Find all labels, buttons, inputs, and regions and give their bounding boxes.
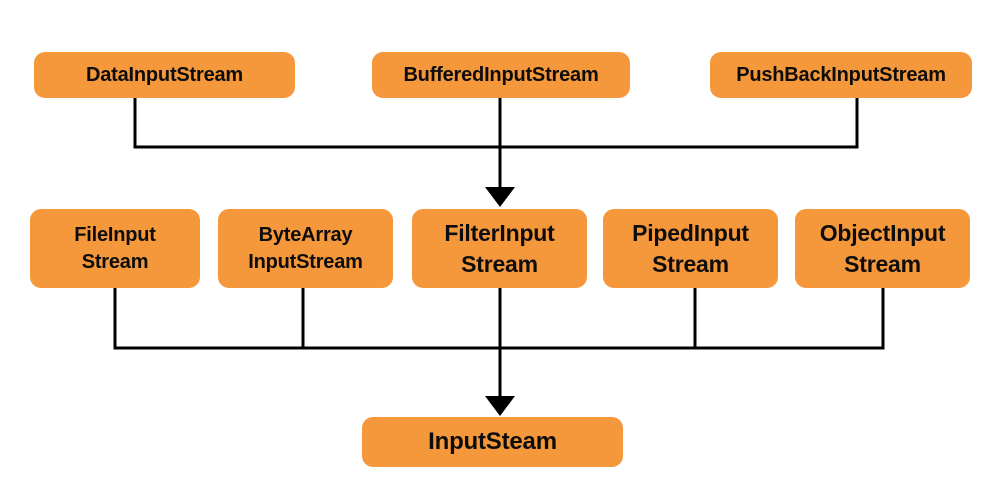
- node-label: BufferedInputStream: [403, 63, 599, 86]
- node-label-line2: Stream: [81, 250, 149, 273]
- node-byte-array-input-stream: ByteArray InputStream: [218, 209, 393, 288]
- node-input-steam: InputSteam: [362, 417, 623, 467]
- node-label-line2: InputStream: [248, 250, 363, 273]
- node-label: DataInputStream: [85, 63, 244, 86]
- node-label-line1: ObjectInput: [819, 219, 946, 246]
- node-filter-input-stream: FilterInput Stream: [412, 209, 587, 288]
- node-push-back-input-stream: PushBackInputStream: [710, 52, 972, 98]
- node-label-line1: FilterInput: [444, 219, 555, 246]
- node-label: InputSteam: [428, 428, 557, 455]
- node-label-line2: Stream: [844, 250, 921, 277]
- node-label-line1: FileInput: [74, 223, 156, 246]
- node-label-line2: Stream: [652, 250, 729, 277]
- connector-middle-rail: [113, 288, 885, 350]
- arrowhead-to-inputsteam: [485, 396, 515, 416]
- node-data-input-stream: DataInputStream: [34, 52, 295, 98]
- node-file-input-stream: FileInput Stream: [30, 209, 200, 288]
- node-label: PushBackInputStream: [736, 63, 946, 86]
- connector-top-rail: [133, 98, 859, 149]
- node-label-line1: PipedInput: [632, 219, 749, 246]
- node-piped-input-stream: PipedInput Stream: [603, 209, 778, 288]
- node-label-line2: Stream: [461, 250, 538, 277]
- arrowhead-to-filterinputstream: [485, 187, 515, 207]
- node-label-line1: ByteArray: [258, 223, 353, 246]
- node-buffered-input-stream: BufferedInputStream: [372, 52, 630, 98]
- node-object-input-stream: ObjectInput Stream: [795, 209, 970, 288]
